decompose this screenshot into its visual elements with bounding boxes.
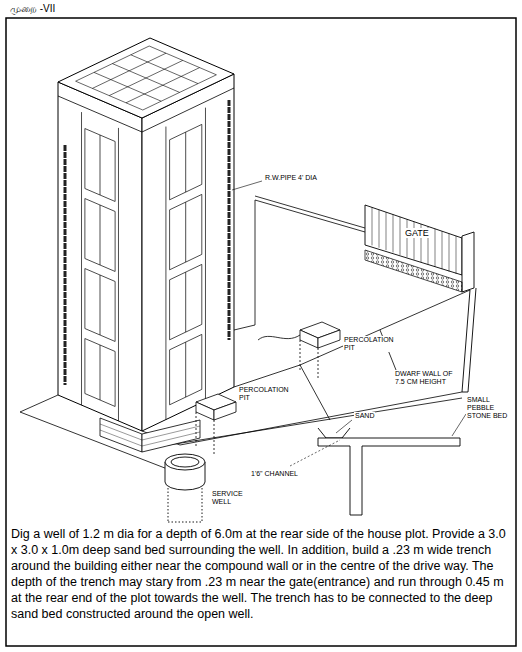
dwarf-wall	[462, 288, 476, 392]
gate	[365, 205, 474, 292]
part-label: GATE	[404, 228, 430, 238]
part-label: SAND	[354, 412, 375, 420]
part-label: PERCOLATION PIT	[343, 336, 395, 352]
service-well	[165, 454, 205, 522]
frame	[6, 18, 516, 646]
pebble-strip	[365, 250, 462, 292]
caption-note: Dig a well of 1.2 m dia for a depth of 6…	[11, 526, 511, 622]
building	[58, 38, 262, 431]
brick-wall	[100, 418, 200, 452]
percolation-pit	[258, 322, 340, 380]
rain-water-pipe	[64, 145, 67, 385]
part-label: DWARF WALL OF 7.5 CM HEIGHT	[394, 370, 460, 386]
part-label: SERVICE WELL	[211, 490, 253, 506]
part-label: 1'6" CHANNEL	[250, 470, 299, 478]
part-label: SMALL PEBBLE STONE BED	[466, 396, 514, 420]
page-title: முறை -VII	[10, 3, 55, 15]
part-label: R.W.PIPE 4' DIA	[264, 174, 318, 182]
rain-water-pipe	[228, 100, 231, 340]
channel-section	[290, 414, 466, 515]
part-label: PERCOLATION PIT	[238, 386, 290, 402]
percolation-pit	[196, 394, 236, 455]
